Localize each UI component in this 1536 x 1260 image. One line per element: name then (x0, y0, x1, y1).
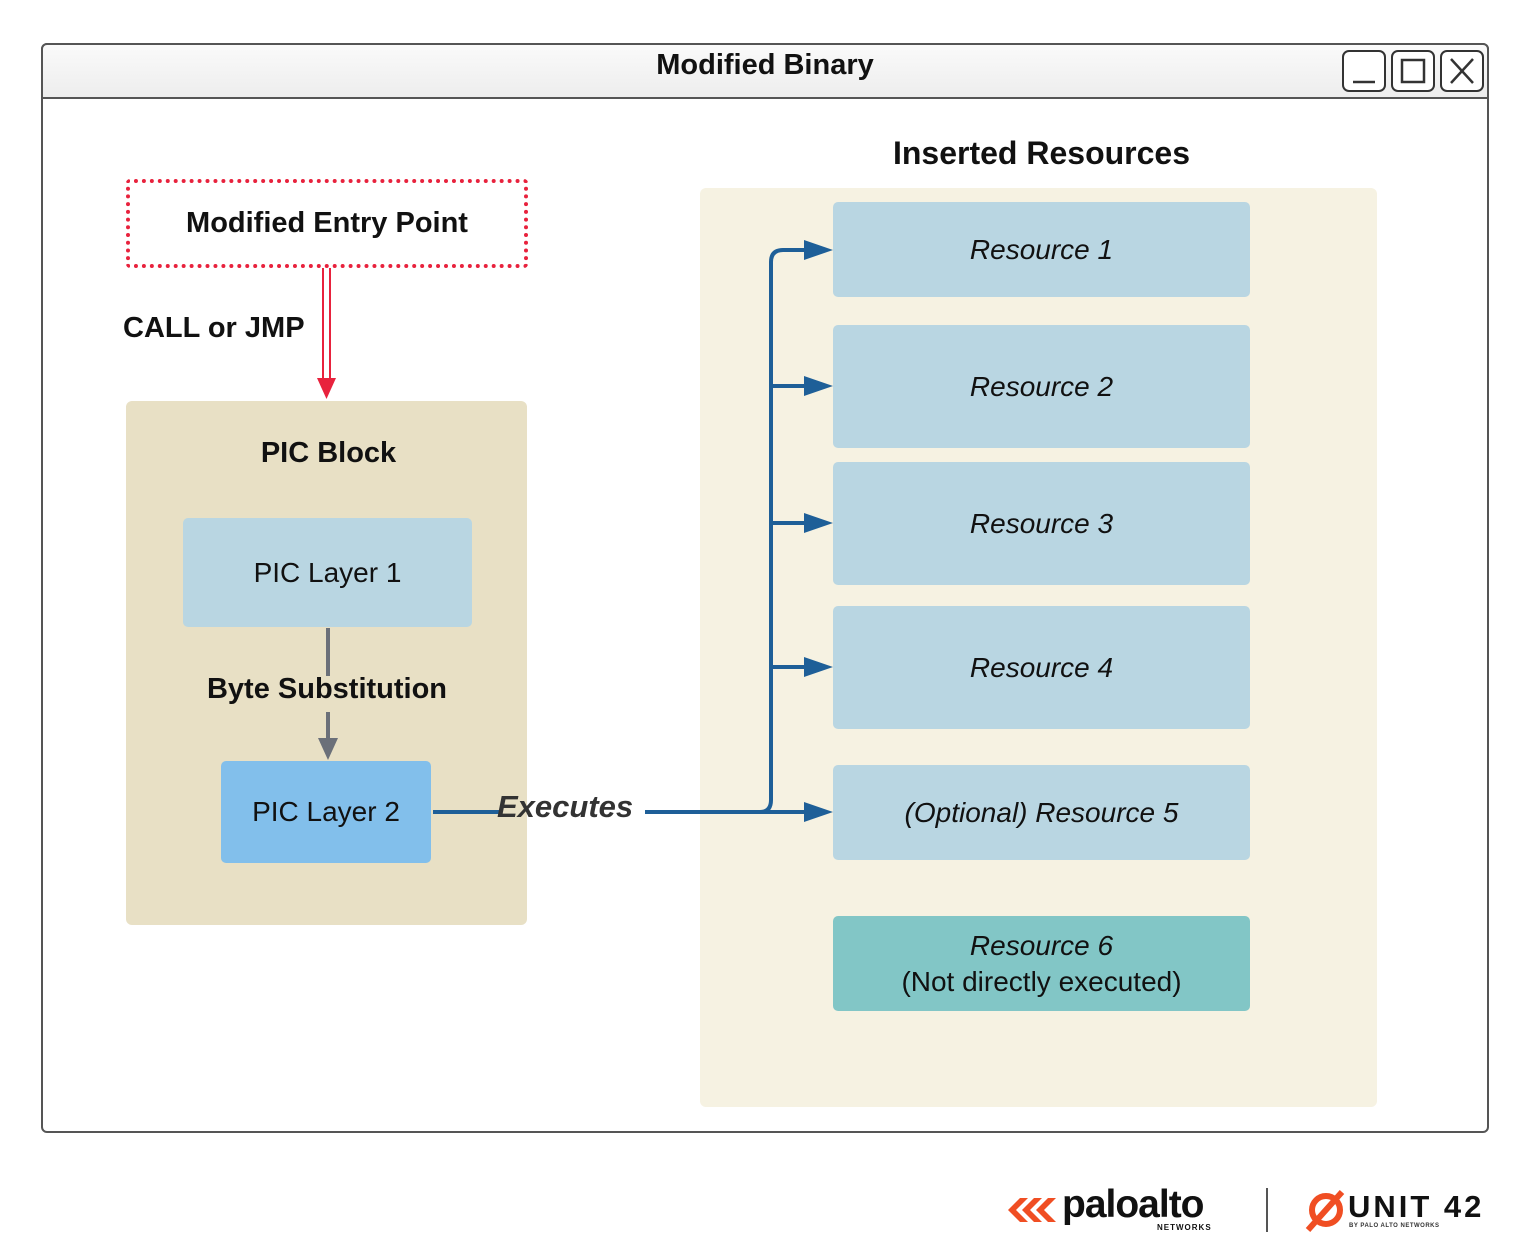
close-button[interactable] (1440, 50, 1484, 92)
executes-arrowheads (804, 240, 833, 822)
unit42-logo-icon (1305, 1190, 1345, 1233)
modified-entry-point-label: Modified Entry Point (186, 207, 468, 239)
minimize-button[interactable] (1342, 50, 1386, 92)
executes-arrows (433, 248, 805, 814)
window-title: Modified Binary (656, 49, 874, 81)
maximize-icon (1400, 58, 1426, 84)
unit42-subtext: BY PALO ALTO NETWORKS (1349, 1223, 1440, 1229)
brand-divider (1266, 1188, 1268, 1232)
resource-1-label: Resource 1 (969, 233, 1114, 265)
resource-3-label: Resource 3 (969, 507, 1114, 539)
resource-4-node: Resource 4 (833, 606, 1250, 729)
resource-3-node: Resource 3 (833, 462, 1250, 585)
modified-entry-point-node: Modified Entry Point (126, 179, 528, 268)
resource-6-sublabel: (Not directly executed) (901, 965, 1182, 997)
byte-substitution-arrow (318, 628, 338, 760)
unit42-wordmark: UNIT 42 (1348, 1189, 1485, 1224)
resource-6-node: Resource 6 (Not directly executed) (833, 916, 1250, 1011)
resource-2-node: Resource 2 (833, 325, 1250, 448)
pic-layer-2-label: PIC Layer 2 (252, 796, 400, 827)
resource-2-label: Resource 2 (969, 370, 1114, 402)
paloalto-networks-text: NETWORKS (1157, 1223, 1212, 1232)
maximize-button[interactable] (1391, 50, 1435, 92)
paloalto-wordmark: paloalto (1062, 1183, 1205, 1226)
resource-5-node: (Optional) Resource 5 (833, 765, 1250, 860)
call-arrow (317, 268, 336, 399)
pic-layer-1-node: PIC Layer 1 (183, 518, 472, 627)
resource-5-label: (Optional) Resource 5 (904, 796, 1179, 828)
paloalto-logo-icon (1008, 1198, 1056, 1222)
close-icon (1450, 58, 1474, 84)
call-or-jmp-label: CALL or JMP (123, 312, 305, 344)
resource-1-node: Resource 1 (833, 202, 1250, 297)
inserted-resources-title: Inserted Resources (892, 135, 1190, 171)
byte-substitution-label: Byte Substitution (206, 673, 448, 705)
resource-6-label: Resource 6 (969, 929, 1114, 961)
resource-4-label: Resource 4 (969, 651, 1114, 683)
pic-layer-1-label: PIC Layer 1 (253, 556, 402, 588)
executes-label: Executes (497, 789, 634, 824)
pic-layer-2-node: PIC Layer 2 (221, 761, 431, 863)
minimize-icon (1353, 80, 1375, 84)
pic-block-title: PIC Block (260, 437, 397, 469)
window-titlebar (41, 43, 1489, 99)
